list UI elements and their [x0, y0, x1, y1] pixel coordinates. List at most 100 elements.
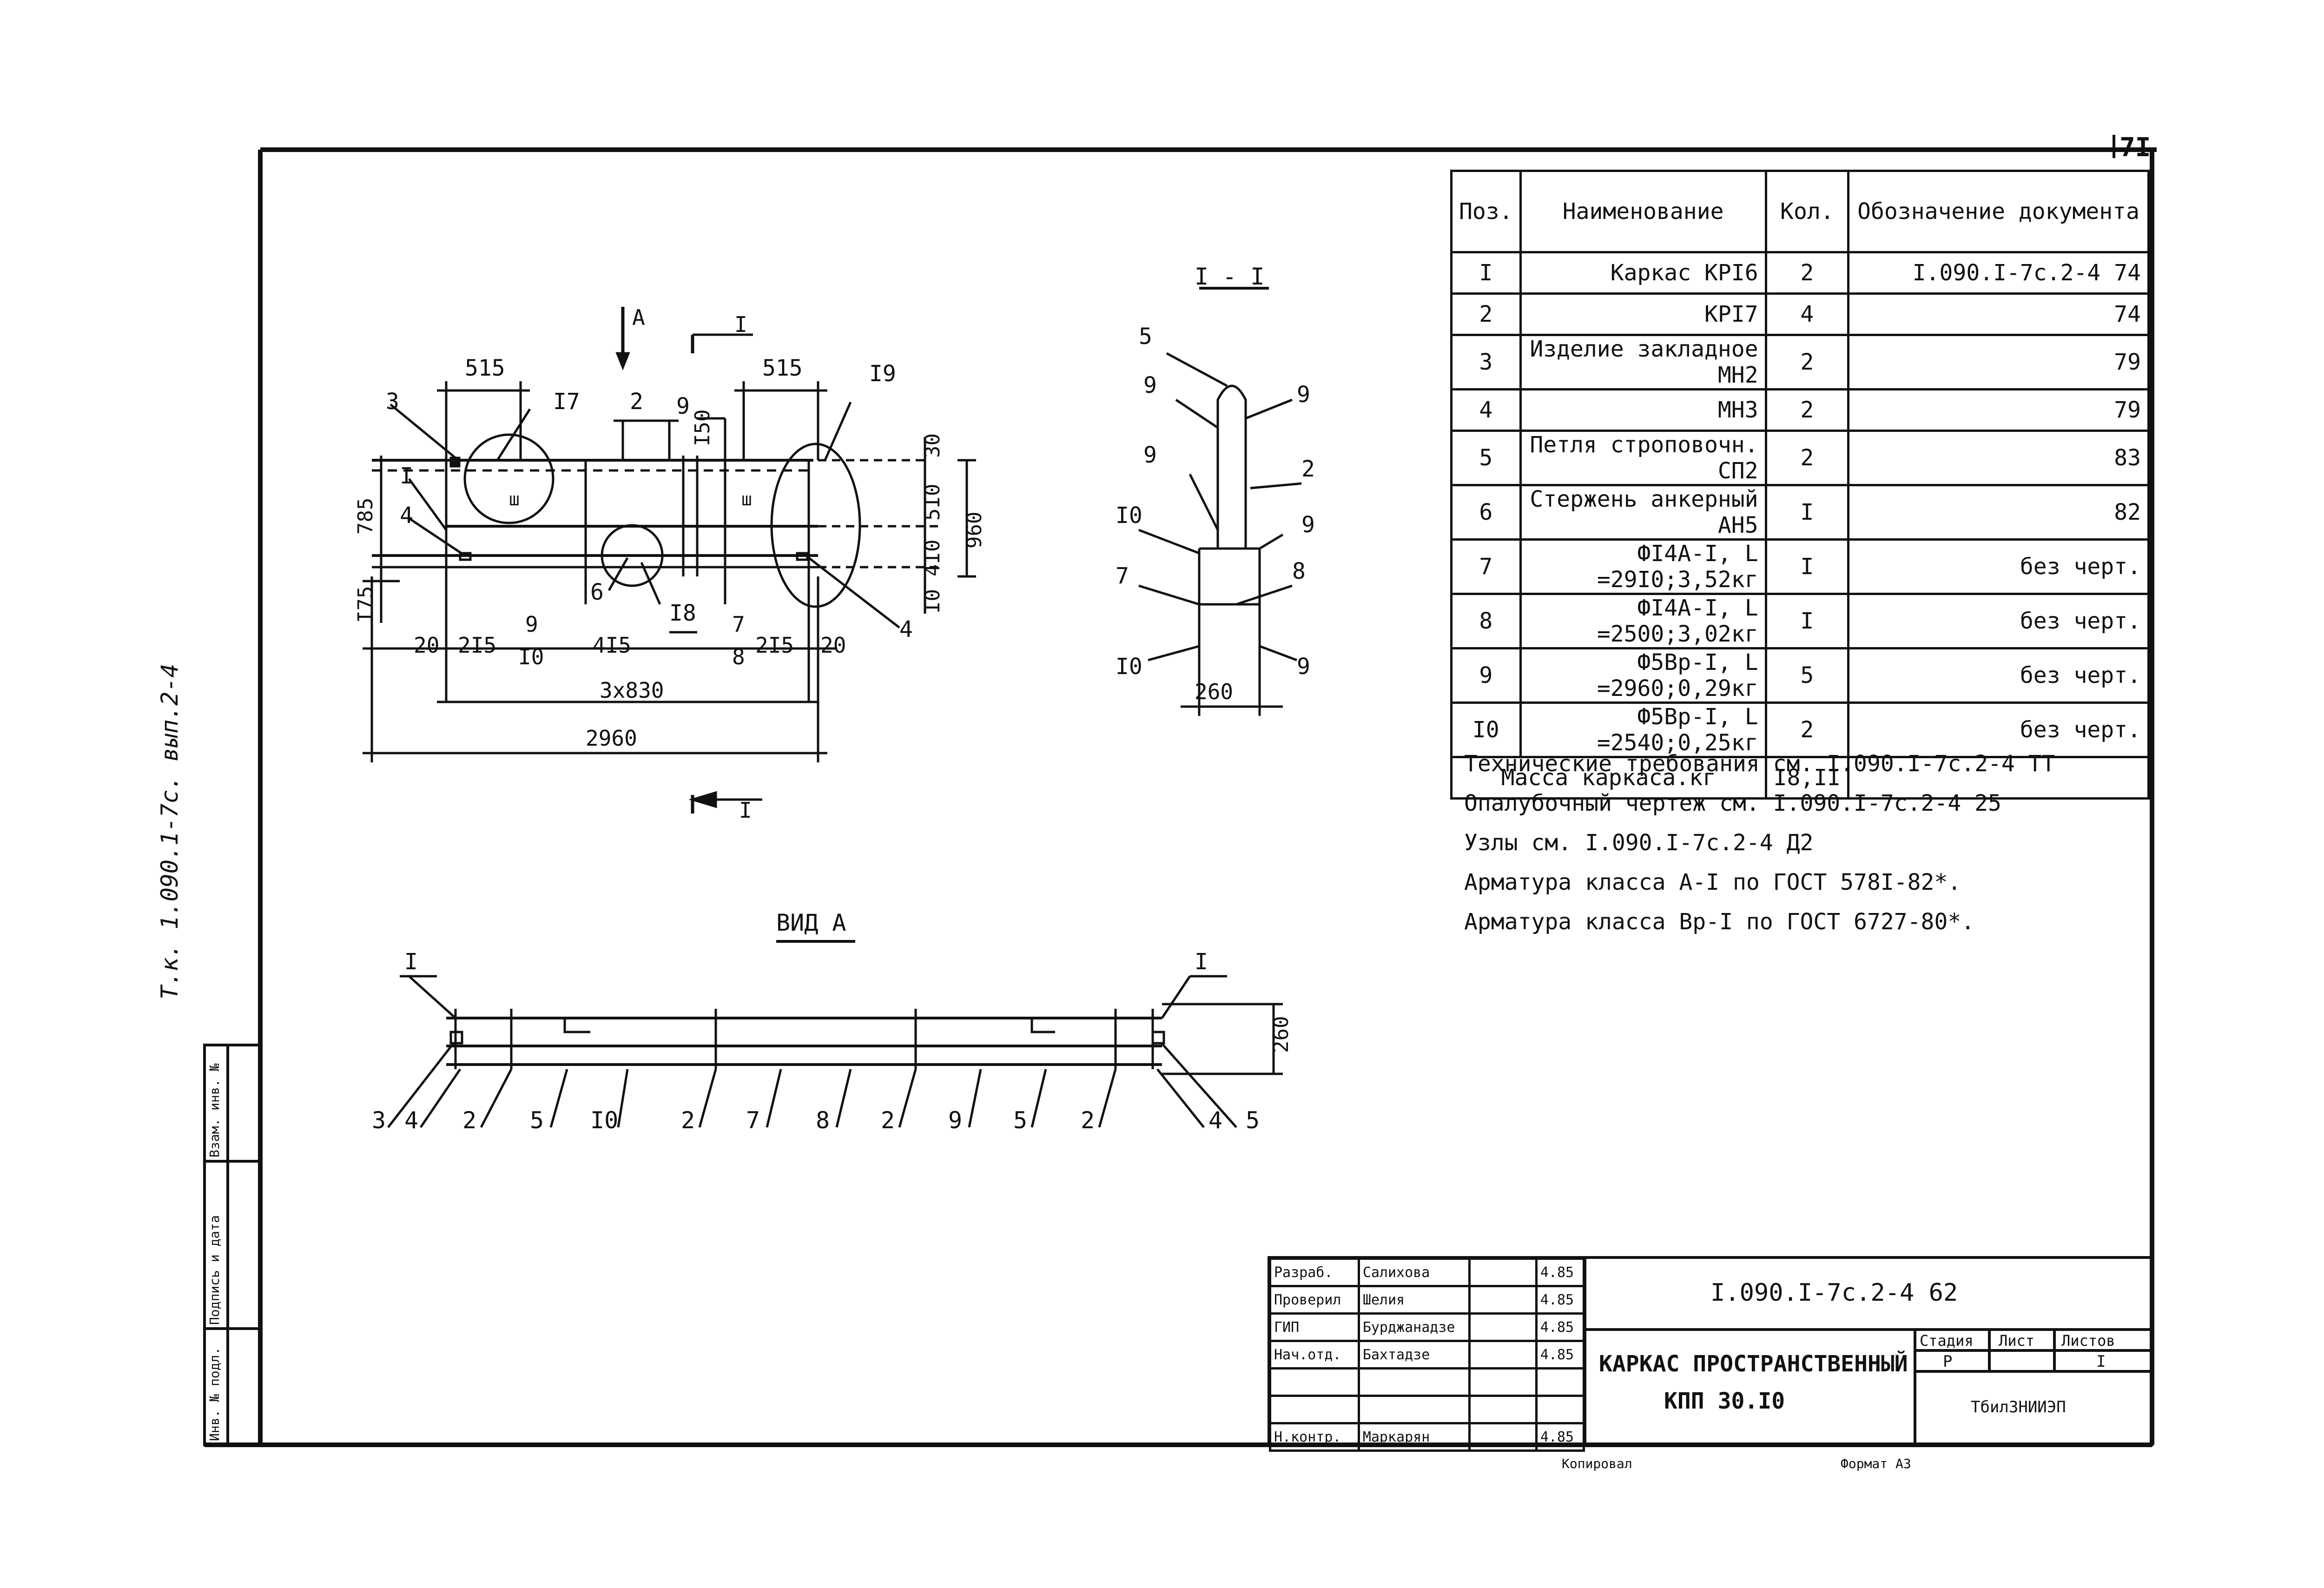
- note-formwork: Опалубочный чертеж см. I.090.I-7с.2-4 25: [1464, 790, 2001, 816]
- view-a: [387, 940, 1283, 1128]
- side-note: Т.к. 1.090.1-7с. вып.2-4: [156, 663, 183, 999]
- role-cell-sign: [1468, 1257, 1538, 1287]
- main-view: [363, 307, 976, 814]
- section-dim-260: 260: [1195, 679, 1234, 704]
- spec-cell-qty: I: [1764, 593, 1850, 649]
- dim-7: 7: [732, 612, 745, 637]
- role-cell-name: [1357, 1367, 1471, 1397]
- spec-cell-qty: 4: [1764, 292, 1850, 336]
- role-cell-role: Разраб.: [1269, 1257, 1360, 1287]
- role-cell-date: 4.85: [1535, 1285, 1585, 1315]
- spec-header-row: Поз. Наименование Кол. Обозначение докум…: [1450, 170, 2150, 253]
- role-cell-role: Нач.отд.: [1269, 1340, 1360, 1370]
- view-a-callout-2d: 2: [1081, 1107, 1095, 1134]
- role-cell-date: 4.85: [1535, 1422, 1585, 1452]
- spec-cell-doc: 79: [1847, 334, 2150, 390]
- spec-cell-name: КРI7: [1519, 292, 1767, 336]
- spec-cell-qty: 2: [1764, 388, 1850, 432]
- role-cell-sign: [1468, 1422, 1538, 1452]
- stage-value: Р: [1943, 1352, 1953, 1371]
- section-label-5: 5: [1139, 324, 1152, 350]
- dim-215-right: 2I5: [755, 633, 794, 658]
- view-a-callout-4-right: 4: [1208, 1107, 1223, 1134]
- note-rebar-a1: Арматура класса А-I по ГОСТ 578I-82*.: [1464, 869, 1961, 895]
- role-cell-name: Салихова: [1357, 1257, 1471, 1287]
- view-a-callout-2c: 2: [881, 1107, 895, 1134]
- dim-415: 4I5: [593, 633, 632, 658]
- spec-cell-name: ФI4А-I, L =29I0;3,52кг: [1519, 538, 1767, 595]
- dim-2960: 2960: [586, 726, 637, 751]
- callout-19: I9: [869, 361, 896, 387]
- section-label-9a: 9: [1143, 372, 1157, 398]
- role-cell-sign: [1468, 1340, 1538, 1370]
- role-cell-sign: [1468, 1285, 1538, 1315]
- dim-10-bottom: I0: [518, 644, 544, 669]
- spec-cell-pos: 9: [1450, 647, 1522, 704]
- spec-cell-doc: 74: [1847, 292, 2150, 336]
- section-label-2: 2: [1301, 456, 1315, 482]
- weld-mark-right: ш: [741, 489, 752, 509]
- dim-8: 8: [732, 644, 745, 669]
- role-cell-role: ГИП: [1269, 1312, 1360, 1342]
- spec-cell-pos: 5: [1450, 430, 1522, 486]
- section-label-9b: 9: [1297, 382, 1310, 408]
- sheets-header: Листов: [2061, 1332, 2115, 1350]
- dim-215-left: 2I5: [458, 633, 497, 658]
- view-a-dim-260: 260: [1269, 1016, 1293, 1053]
- section-label-10b: I0: [1116, 654, 1142, 680]
- spec-cell-doc: без черт.: [1847, 701, 2150, 758]
- dim-175: I75: [354, 586, 377, 623]
- spec-cell-name: Каркас КРI6: [1519, 251, 1767, 295]
- section-view: [1138, 287, 1302, 716]
- spec-cell-qty: I: [1764, 484, 1850, 541]
- callout-4-left: 4: [400, 503, 413, 529]
- view-a-callout-3: 3: [372, 1107, 386, 1134]
- spec-cell-qty: 2: [1764, 701, 1850, 758]
- spec-cell-qty: 5: [1764, 647, 1850, 704]
- role-cell-sign: [1468, 1367, 1538, 1397]
- role-cell-role: [1269, 1367, 1360, 1397]
- section-mark-bottom: I: [739, 798, 752, 823]
- dim-150: I50: [691, 409, 714, 446]
- role-cell-role: [1269, 1395, 1360, 1424]
- section-label-9e: 9: [1297, 654, 1310, 680]
- spec-cell-name: МН3: [1519, 388, 1767, 432]
- dim-30: 30: [921, 433, 944, 458]
- spec-header-pos: Поз.: [1450, 170, 1522, 253]
- dim-785: 785: [354, 497, 377, 535]
- spec-cell-name: Стержень анкерный АН5: [1519, 484, 1767, 541]
- specification-table: Поз. Наименование Кол. Обозначение докум…: [1450, 170, 2150, 800]
- title-block-frame: [1268, 1256, 2153, 1446]
- spec-cell-doc: 79: [1847, 388, 2150, 432]
- view-a-mark-left: I: [404, 949, 418, 975]
- side-stamp-label-1: Инв. № подл.: [207, 1347, 222, 1441]
- stage-header: Стадия: [1920, 1332, 1974, 1350]
- spec-cell-pos: 3: [1450, 334, 1522, 390]
- role-cell-sign: [1468, 1312, 1538, 1342]
- role-row: [1269, 1395, 1585, 1424]
- format-label: Формат А3: [1841, 1456, 1911, 1471]
- role-cell-date: 4.85: [1535, 1340, 1585, 1370]
- section-label-10a: I0: [1116, 503, 1142, 529]
- spec-header-name: Наименование: [1519, 170, 1767, 253]
- dim-10-right: I0: [921, 589, 944, 614]
- dim-410: 4I0: [921, 539, 944, 576]
- dim-20-right: 20: [820, 633, 846, 658]
- spec-cell-doc: I.090.I-7с.2-4 74: [1847, 251, 2150, 295]
- spec-cell-doc: 82: [1847, 484, 2150, 541]
- spec-cell-doc: без черт.: [1847, 593, 2150, 649]
- spec-cell-qty: 2: [1764, 251, 1850, 295]
- role-cell-date: 4.85: [1535, 1257, 1585, 1287]
- spec-cell-doc: без черт.: [1847, 647, 2150, 704]
- spec-cell-pos: 6: [1450, 484, 1522, 541]
